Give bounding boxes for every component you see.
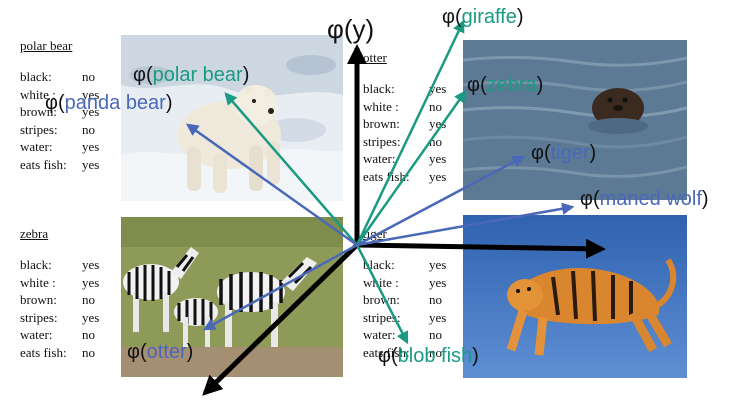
attribute-row: water:yes [20, 139, 100, 154]
attribute-row: stripes:yes [20, 309, 100, 325]
zebra-attributes: zebra black:yes white :yes brown:no stri… [20, 226, 99, 361]
attribute-row: eats fish:no [363, 344, 442, 360]
attribute-row: eats fish:no [20, 344, 95, 360]
attribute-row: white :yes [363, 274, 447, 290]
attribute-row: stripes:yes [363, 309, 447, 325]
attribute-row: brown:no [363, 292, 442, 307]
attribute-row: water:no [20, 327, 95, 342]
vector-label-polar-bear: φ(polar bear) [133, 64, 250, 86]
vector-label-zebra: φ(zebra) [467, 74, 544, 96]
otter-attributes: otter black:yes white :no brown:yes stri… [363, 50, 446, 185]
attribute-row: black:yes [20, 257, 100, 272]
animal-title: zebra [20, 226, 49, 241]
vector-label-blob-fish: φ(blob fish) [378, 345, 479, 367]
attribute-row: eats fish:yes [363, 168, 447, 184]
vector-label-panda-bear: φ(panda bear) [45, 92, 173, 114]
attribute-row: white :yes [20, 274, 100, 290]
attribute-row: black:yes [363, 81, 447, 96]
animal-title: tiger [363, 226, 387, 241]
vector-label-otter: φ(otter) [127, 341, 194, 363]
attribute-row: brown:yes [363, 116, 447, 131]
otter-photo [463, 40, 687, 200]
attribute-row: brown:yes [20, 104, 100, 119]
attribute-row: white :no [363, 98, 442, 114]
attribute-row: stripes:no [20, 121, 95, 137]
polar-bear-attributes: polar bear black:no white :yes brown:yes… [20, 38, 99, 173]
tiger-attributes: tiger black:yes white :yes brown:no stri… [363, 226, 446, 361]
attribute-row: water:no [363, 327, 442, 342]
vector-label-maned-wolf: φ(maned wolf) [580, 188, 709, 210]
tiger-photo [463, 215, 687, 378]
y-axis-label: φ(y) [327, 14, 375, 44]
animal-title: otter [363, 50, 387, 65]
attribute-row: brown:no [20, 292, 95, 307]
polar-bear-photo [121, 35, 343, 201]
vector-label-tiger: φ(tiger) [531, 142, 597, 164]
attribute-row: white :yes [20, 86, 100, 102]
attribute-row: eats fish:yes [20, 156, 100, 172]
animal-title: polar bear [20, 38, 73, 53]
attribute-row: stripes:no [363, 133, 442, 149]
attribute-row: black:no [20, 69, 95, 84]
attribute-row: water:yes [363, 151, 447, 166]
attribute-row: black:yes [363, 257, 447, 272]
vector-label-giraffe: φ(giraffe) [442, 6, 524, 28]
